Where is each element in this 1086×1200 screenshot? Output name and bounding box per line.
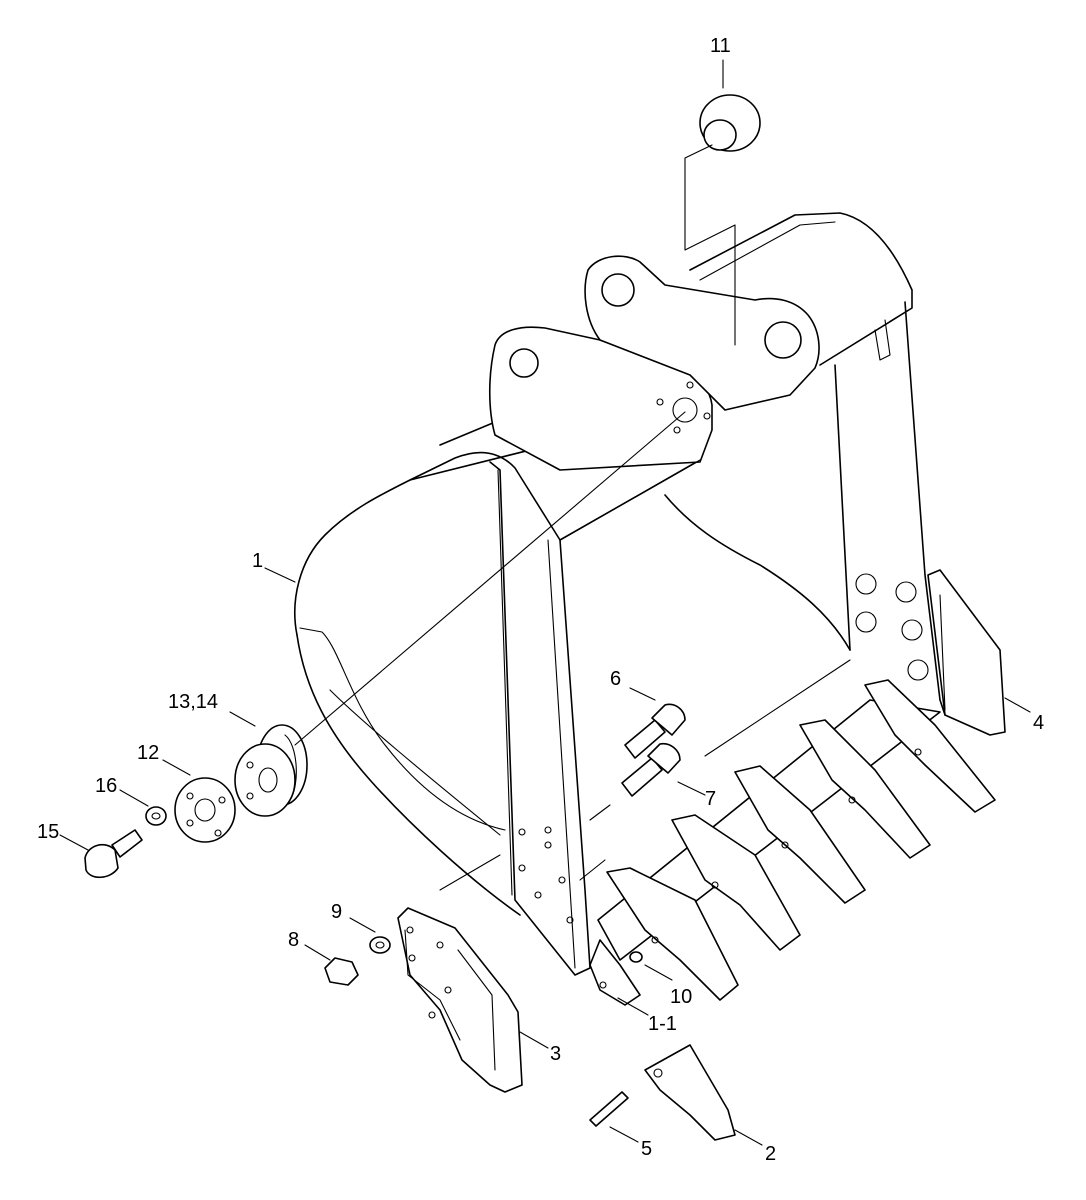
callout-6: 6: [610, 668, 622, 690]
washer-16: [145, 806, 167, 826]
bushing-11: [699, 94, 761, 152]
callout-7: 7: [705, 788, 717, 810]
right-side-bolt-heads: [855, 573, 929, 681]
washer-9: [369, 936, 391, 954]
side-cutter-left: [397, 907, 523, 1093]
callout-16: 16: [95, 775, 118, 797]
callout-15: 15: [37, 821, 60, 843]
bolt-6: [624, 703, 686, 759]
callout-13-14: 13,14: [168, 691, 219, 713]
callout-3: 3: [550, 1043, 562, 1065]
callout-10: 10: [670, 986, 693, 1008]
side-plate-holes: [518, 826, 574, 924]
callout-5: 5: [641, 1138, 653, 1160]
callout-1: 1: [252, 550, 264, 572]
flange-12: [174, 777, 236, 843]
loose-tooth: [644, 1044, 736, 1141]
bolt-7: [621, 742, 681, 797]
washer-10: [629, 951, 643, 963]
callout-2: 2: [765, 1143, 777, 1165]
bucket-body: [294, 212, 946, 976]
teeth-row: [589, 679, 996, 1006]
callout-4: 4: [1033, 712, 1045, 734]
side-cutter-right: [927, 569, 1006, 736]
callout-9: 9: [331, 901, 343, 923]
boss-13-14: [234, 724, 308, 817]
callout-12: 12: [137, 742, 160, 764]
callout-1-1: 1-1: [648, 1013, 677, 1035]
tooth-pin: [589, 1091, 629, 1127]
nut-8: [324, 957, 359, 986]
leader-lines: [59, 59, 1031, 1146]
callout-11: 11: [710, 35, 731, 57]
callout-8: 8: [288, 929, 300, 951]
bolt-15: [84, 829, 143, 879]
assembly-lines: [294, 144, 736, 746]
